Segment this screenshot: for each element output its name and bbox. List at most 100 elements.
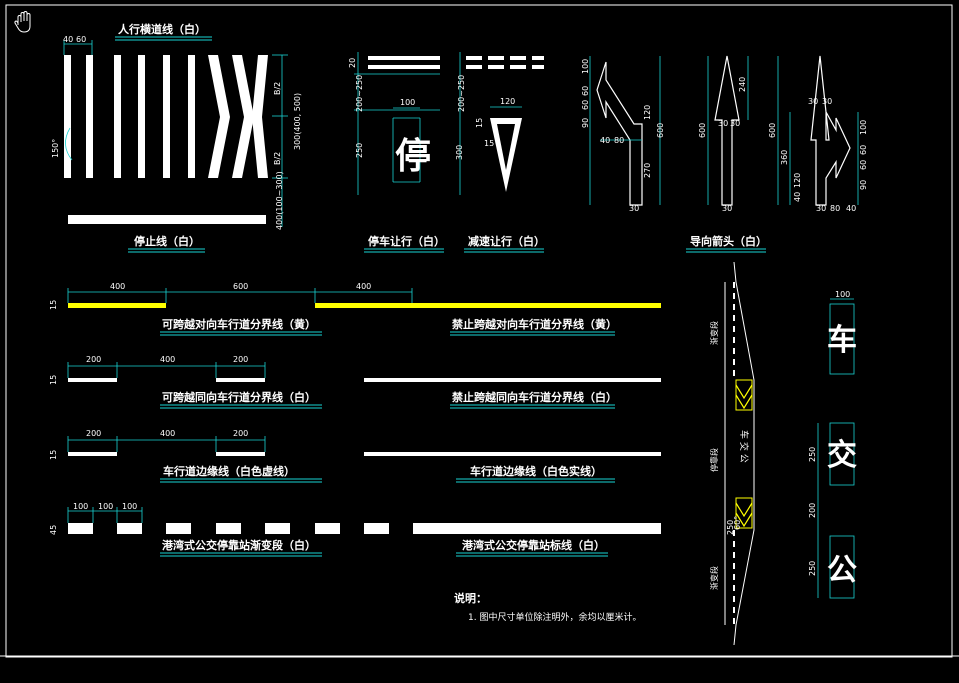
svg-text:400(100~300): 400(100~300) xyxy=(275,171,284,230)
svg-text:240: 240 xyxy=(738,77,747,92)
slow-yield-title: 减速让行（白） xyxy=(468,234,545,248)
svg-text:250: 250 xyxy=(808,561,817,576)
svg-text:30: 30 xyxy=(822,97,832,106)
guide-arrow-straight: 240 600 30 30 30 xyxy=(698,55,749,213)
yellow-dash-2 xyxy=(315,303,661,308)
bus-transition-label: 港湾式公交停靠站渐变段（白） xyxy=(162,538,316,552)
svg-text:停靠段: 停靠段 xyxy=(709,448,719,472)
char-che: 车 xyxy=(827,323,857,358)
svg-text:100: 100 xyxy=(859,120,868,135)
svg-text:60: 60 xyxy=(581,100,590,110)
white-dashed-same-dims: 200 400 200 15 xyxy=(49,355,266,385)
white-dashed-same-label: 可跨越同向车行道分界线（白） xyxy=(162,390,316,404)
guide-arrows-title: 导向箭头（白） xyxy=(690,234,767,248)
svg-text:渐变段: 渐变段 xyxy=(709,321,719,345)
edge-dash-1 xyxy=(68,452,117,456)
guide-arrow-left-straight: 100 60 60 90 40 80 120 270 600 30 xyxy=(581,56,665,213)
svg-text:100: 100 xyxy=(400,98,415,107)
svg-text:100: 100 xyxy=(835,290,850,299)
svg-text:100: 100 xyxy=(122,502,137,511)
bus-bay-plan: 渐变段 停靠段 渐变段 车 交 公 60° 250 xyxy=(709,261,755,646)
svg-text:200~250: 200~250 xyxy=(355,75,364,112)
svg-text:80: 80 xyxy=(614,136,624,145)
edge-dash-2 xyxy=(216,452,265,456)
svg-text:250: 250 xyxy=(808,447,817,462)
crosswalk-stripes xyxy=(64,55,268,178)
white-solid-same-label: 禁止跨越同向车行道分界线（白） xyxy=(452,390,617,404)
yellow-dash-1 xyxy=(68,303,166,308)
bus-stop-label: 港湾式公交停靠站标线（白） xyxy=(462,538,605,552)
white-dash-same-1 xyxy=(68,378,117,382)
svg-text:B/2: B/2 xyxy=(273,152,282,165)
svg-text:15: 15 xyxy=(475,118,484,128)
svg-text:40: 40 xyxy=(846,204,856,213)
stop-line-title: 停止线（白） xyxy=(134,234,200,248)
svg-text:80: 80 xyxy=(830,204,840,213)
svg-text:30: 30 xyxy=(730,119,740,128)
svg-text:400: 400 xyxy=(356,282,371,291)
yellow-dashed-label: 可跨越对向车行道分界线（黄） xyxy=(162,317,316,331)
svg-text:15: 15 xyxy=(49,375,58,385)
svg-text:30: 30 xyxy=(808,97,818,106)
svg-text:90: 90 xyxy=(859,180,868,190)
yellow-dashed-dims: 400 600 400 15 xyxy=(49,282,413,310)
svg-text:60: 60 xyxy=(581,86,590,96)
svg-text:40: 40 xyxy=(600,136,610,145)
svg-text:250: 250 xyxy=(726,520,735,535)
svg-text:200: 200 xyxy=(86,355,101,364)
svg-text:600: 600 xyxy=(698,123,707,138)
char-jiao: 交 xyxy=(827,438,857,473)
svg-text:40: 40 xyxy=(793,192,802,202)
svg-text:300: 300 xyxy=(455,145,464,160)
white-dash-same-2 xyxy=(216,378,265,382)
edge-dashed-dims: 200 400 200 15 xyxy=(49,429,266,460)
svg-text:250: 250 xyxy=(355,143,364,158)
svg-text:30: 30 xyxy=(629,204,639,213)
edge-dashed-label: 车行道边缘线（白色虚线） xyxy=(163,464,295,478)
svg-text:15: 15 xyxy=(49,300,58,310)
stop-yield-title: 停车让行（白） xyxy=(368,234,445,248)
yellow-solid-label: 禁止跨越对向车行道分界线（黄） xyxy=(452,317,617,331)
svg-text:30: 30 xyxy=(718,119,728,128)
edge-solid-line xyxy=(364,452,661,456)
svg-text:600: 600 xyxy=(656,123,665,138)
svg-text:150°: 150° xyxy=(51,139,60,158)
svg-text:60: 60 xyxy=(859,160,868,170)
svg-text:车 交 公: 车 交 公 xyxy=(738,430,750,463)
svg-text:200: 200 xyxy=(233,429,248,438)
svg-text:30: 30 xyxy=(816,204,826,213)
svg-text:60°: 60° xyxy=(733,516,742,530)
bus-text-marking: 100 车 交 公 250 200 250 xyxy=(808,290,857,599)
bus-transition-blocks xyxy=(68,523,389,534)
svg-text:45: 45 xyxy=(49,525,58,535)
svg-text:120: 120 xyxy=(643,105,652,120)
notes-item-1: 1. 图中尺寸单位除注明外，余均以厘米计。 xyxy=(468,611,641,623)
svg-text:400: 400 xyxy=(110,282,125,291)
svg-text:60: 60 xyxy=(76,35,86,44)
svg-text:15: 15 xyxy=(484,139,494,148)
svg-text:400: 400 xyxy=(160,429,175,438)
bus-stop-solid-block xyxy=(413,523,661,534)
svg-text:200~250: 200~250 xyxy=(457,75,466,112)
white-solid-same-line xyxy=(364,378,661,382)
svg-text:100: 100 xyxy=(98,502,113,511)
crosswalk-title: 人行横道线（白） xyxy=(118,22,206,36)
crosswalk-dims: 40 60 B/2 300(400, 500) B/2 400(100~300)… xyxy=(51,35,302,230)
slow-yield-marking: 200~250 120 15 15 300 xyxy=(455,52,544,195)
svg-text:120: 120 xyxy=(793,173,802,188)
svg-text:60: 60 xyxy=(859,145,868,155)
bus-transition-dims: 100 100 100 45 xyxy=(49,502,143,535)
svg-text:100: 100 xyxy=(581,59,590,74)
hand-pan-icon[interactable] xyxy=(14,10,31,33)
svg-text:270: 270 xyxy=(643,163,652,178)
svg-text:600: 600 xyxy=(233,282,248,291)
svg-text:90: 90 xyxy=(581,118,590,128)
svg-text:100: 100 xyxy=(73,502,88,511)
svg-text:30: 30 xyxy=(722,204,732,213)
svg-text:20: 20 xyxy=(348,58,357,68)
svg-text:200: 200 xyxy=(233,355,248,364)
stop-char: 停 xyxy=(395,136,431,177)
svg-text:15: 15 xyxy=(49,450,58,460)
svg-text:渐变段: 渐变段 xyxy=(709,566,719,590)
